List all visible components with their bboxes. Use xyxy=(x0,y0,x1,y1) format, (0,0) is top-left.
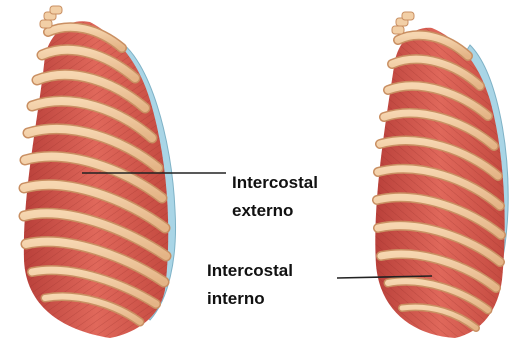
label-external-intercostal-line1: Intercostal xyxy=(232,172,318,193)
label-external-intercostal-line2: externo xyxy=(232,200,293,221)
rib-cage-left xyxy=(24,6,176,338)
label-internal-intercostal-line1: Intercostal xyxy=(207,260,293,281)
rib-cage-right xyxy=(375,12,508,338)
vertebral-column-right xyxy=(392,12,414,34)
label-internal-intercostal-line2: interno xyxy=(207,288,265,309)
